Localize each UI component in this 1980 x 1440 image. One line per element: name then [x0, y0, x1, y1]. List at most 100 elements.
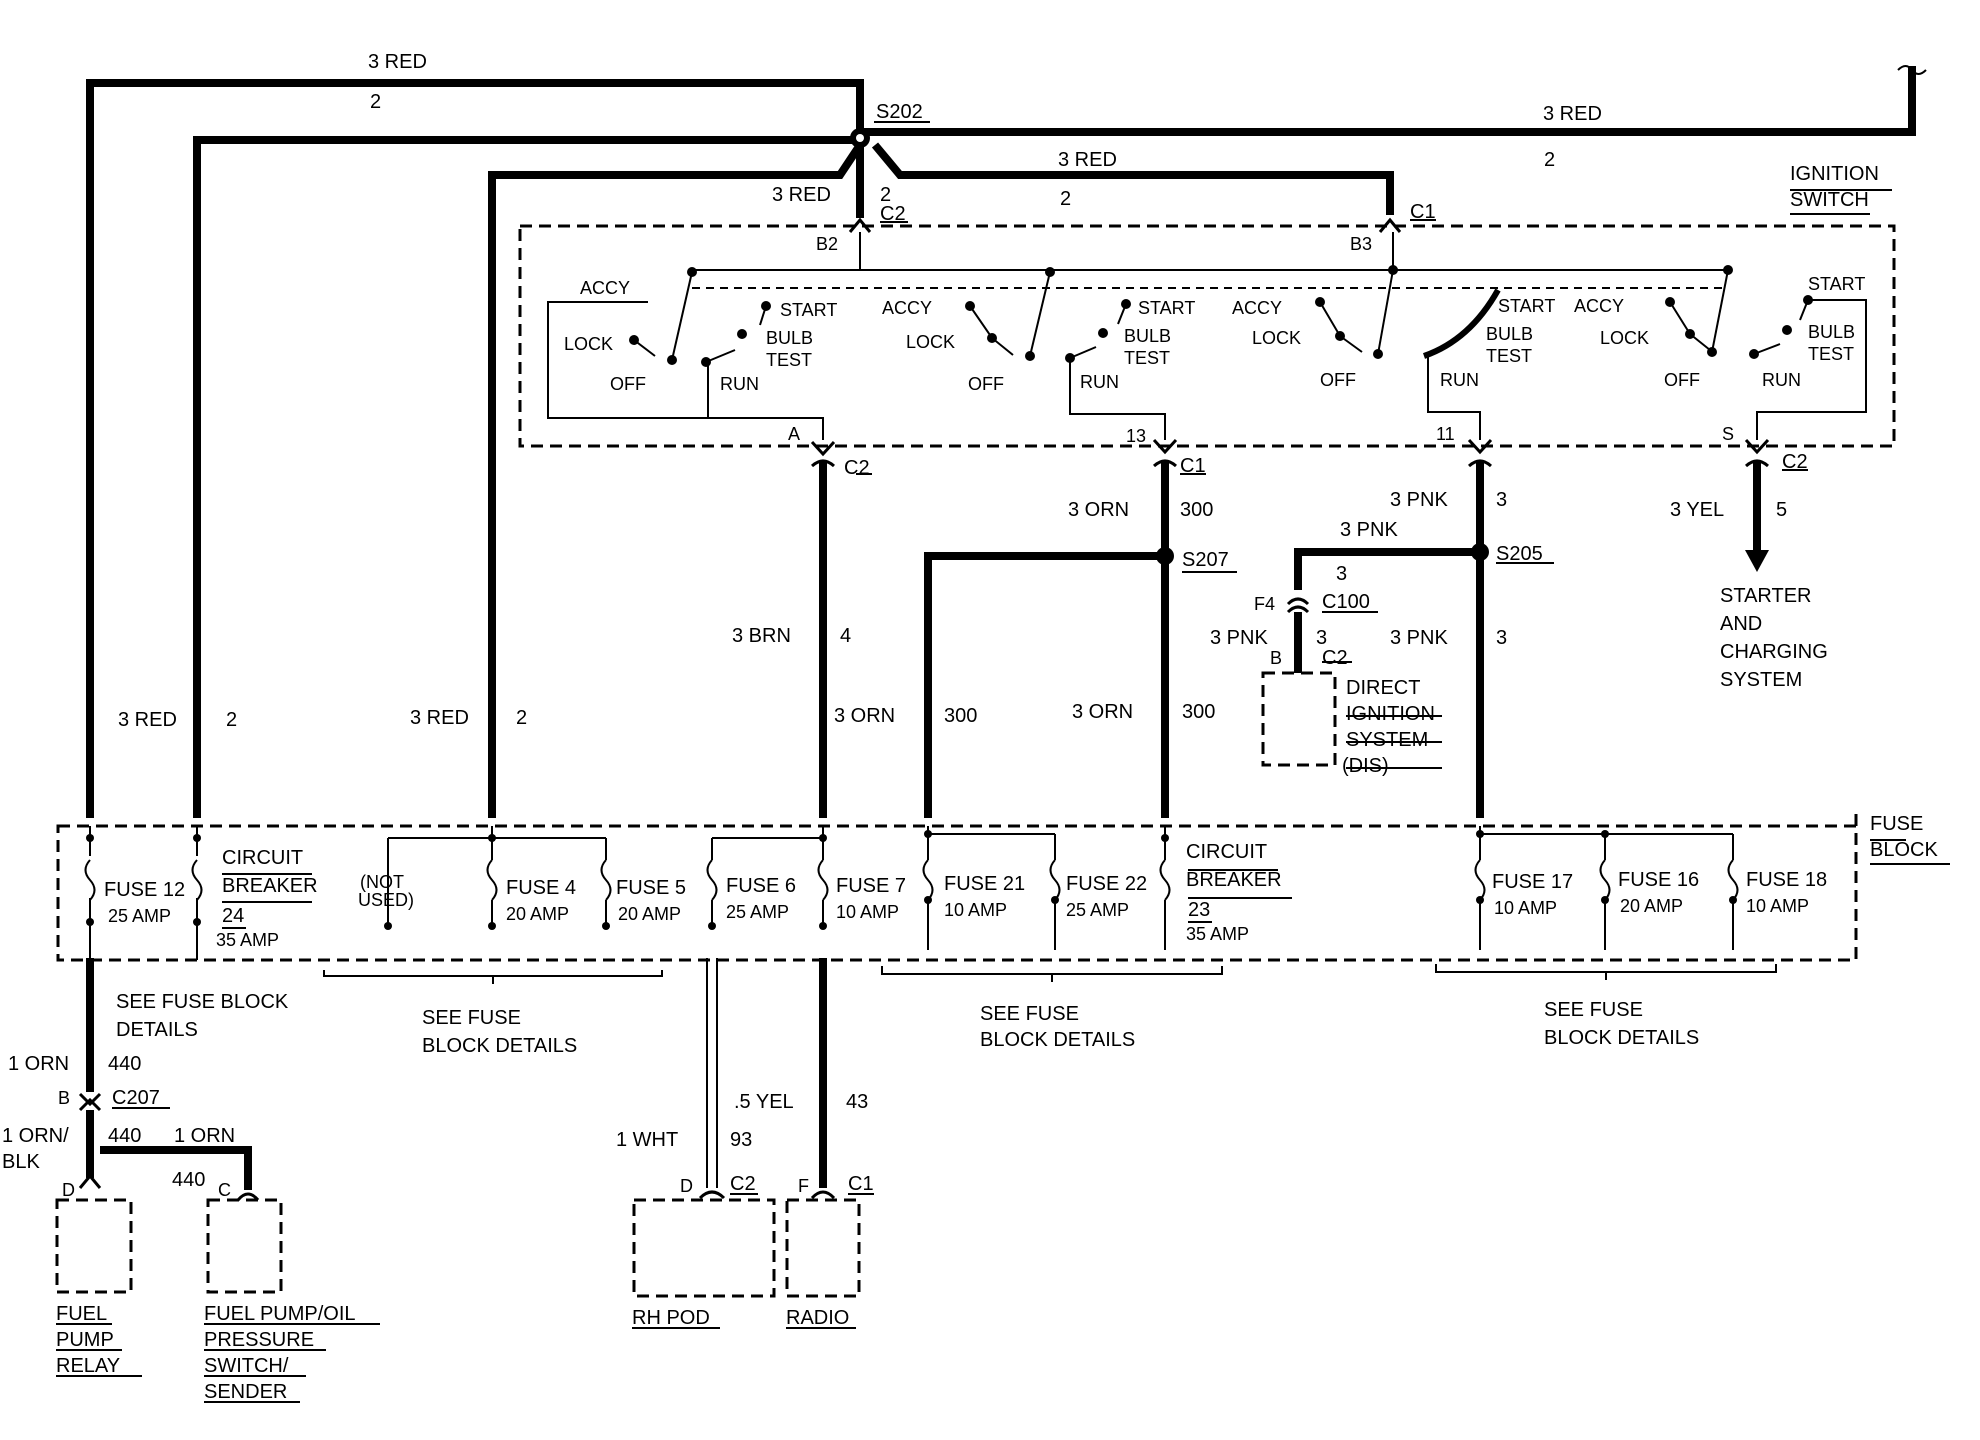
fuse-rating: 10 AMP — [1746, 896, 1809, 916]
connector-11-mark — [1467, 438, 1493, 455]
fuel-switch-label: SWITCH/ — [204, 1355, 289, 1377]
breaker-label: CIRCUIT — [222, 847, 303, 869]
fuse-name: FUSE 6 — [726, 875, 796, 897]
wire-label: 3 RED — [1058, 149, 1117, 171]
wire-label: 4 — [840, 625, 851, 647]
fuse-rating: 10 AMP — [836, 902, 899, 922]
out-11 — [1427, 356, 1481, 440]
fuse-name: FUSE 17 — [1492, 871, 1573, 893]
connector-13-mark2 — [1152, 459, 1178, 468]
fuse6-element — [706, 859, 718, 901]
position-label: RUN — [1080, 372, 1119, 392]
splice-label-s202: S202 — [876, 101, 923, 123]
fuse-block-outline — [56, 824, 1858, 962]
run-loop-4 — [1756, 299, 1867, 440]
fuel-relay-label: RELAY — [56, 1355, 120, 1377]
fuse-block-title: BLOCK — [1870, 839, 1938, 861]
fuse-name: FUSE 5 — [616, 877, 686, 899]
wire-label: 3 PNK — [1390, 627, 1448, 649]
position-label: TEST — [766, 350, 812, 370]
contact-lead — [1117, 303, 1127, 325]
splice-label-s207: S207 — [1182, 549, 1229, 571]
position-label: ACCY — [882, 298, 932, 318]
wire-label: 3 ORN — [834, 705, 895, 727]
connector-b3-mark — [1378, 217, 1402, 233]
pin-label: D — [680, 1176, 693, 1196]
wire-label: 1 ORN — [174, 1125, 235, 1147]
wire-label: 3 BRN — [732, 625, 791, 647]
contact-dot — [1025, 351, 1035, 361]
position-label: LOCK — [1600, 328, 1649, 348]
wire-label: 1 ORN — [8, 1053, 69, 1075]
dis-label: SYSTEM — [1346, 729, 1428, 751]
breaker-number: 23 — [1188, 899, 1210, 921]
position-label: ACCY — [1574, 296, 1624, 316]
switch-blade-3 — [1377, 269, 1394, 355]
fuse-rating: 25 AMP — [1066, 900, 1129, 920]
contact-dot — [1373, 349, 1383, 359]
see-details-note: SEE FUSE — [1544, 999, 1643, 1021]
contact-dot — [667, 355, 677, 365]
wire-orn-fuse21 — [924, 552, 1165, 818]
contact-lead — [969, 305, 1014, 356]
fuse-not-used: (NOT — [360, 872, 404, 892]
wire-label: 440 — [172, 1169, 205, 1191]
fuel-pump-switch-box — [206, 1198, 283, 1294]
fuse-name: FUSE 21 — [944, 873, 1025, 895]
connector-b2-mark — [848, 217, 872, 233]
wire-label: 440 — [108, 1053, 141, 1075]
splice-s202-center — [856, 134, 864, 142]
splice-s205-dot — [1471, 543, 1489, 561]
position-label: RUN — [720, 374, 759, 394]
position-label: TEST — [1124, 348, 1170, 368]
wire-red-fuse12 — [86, 79, 864, 818]
see-details-note: BLOCK DETAILS — [422, 1035, 577, 1057]
position-label: BULB — [1808, 322, 1855, 342]
wires — [86, 65, 1927, 1190]
fuse-name: FUSE 16 — [1618, 869, 1699, 891]
wire-label: 5 — [1776, 499, 1787, 521]
position-label: BULB — [766, 328, 813, 348]
position-label: LOCK — [564, 334, 613, 354]
fuse-block — [56, 810, 1860, 984]
pin-label: S — [1722, 424, 1734, 444]
wire-label: 2 — [516, 707, 527, 729]
position-label: TEST — [1808, 344, 1854, 364]
connector-marks — [78, 217, 1770, 1202]
breaker-label: BREAKER — [222, 875, 318, 897]
connector-label: C2 — [844, 457, 870, 479]
fuse17-element — [1474, 859, 1486, 901]
wire-label: 3 — [1316, 627, 1327, 649]
wire-label: 2 — [1544, 149, 1555, 171]
wire-red-to-b3 — [871, 142, 1394, 215]
wire-label: 43 — [846, 1091, 868, 1113]
contact-lead — [1669, 301, 1711, 351]
labels: 3 RED 2 S202 3 RED 2 3 RED 2 3 RED 2 C2 … — [2, 51, 1938, 1403]
connector-label: C2 — [880, 203, 906, 225]
starter-label: CHARGING — [1720, 641, 1828, 663]
wire-label: 1 WHT — [616, 1129, 678, 1151]
position-label: ACCY — [580, 278, 630, 298]
underlines — [56, 121, 1950, 1403]
wire-label: 300 — [944, 705, 977, 727]
position-label: OFF — [968, 374, 1004, 394]
switch-blade-1 — [671, 271, 693, 361]
wire-label: 1 ORN/ — [2, 1125, 69, 1147]
fuse7-element — [817, 859, 829, 901]
wire-label: 3 PNK — [1340, 519, 1398, 541]
wire-label: 3 PNK — [1390, 489, 1448, 511]
pin-label: B — [58, 1088, 70, 1108]
see-details-brackets — [323, 964, 1777, 984]
fuse-internal-wiring — [89, 826, 1734, 960]
connector-label: C2 — [1322, 647, 1348, 669]
connector-label: C1 — [1410, 201, 1436, 223]
cb24-element — [191, 859, 203, 901]
position-label: BULB — [1124, 326, 1171, 346]
ignition-switch-title: SWITCH — [1790, 189, 1869, 211]
wire-label: 3 RED — [368, 51, 427, 73]
fuse-rating: 10 AMP — [1494, 898, 1557, 918]
see-details-note: SEE FUSE — [422, 1007, 521, 1029]
contact-lead — [633, 339, 656, 357]
position-label: OFF — [610, 374, 646, 394]
fuse12-element — [84, 859, 96, 901]
